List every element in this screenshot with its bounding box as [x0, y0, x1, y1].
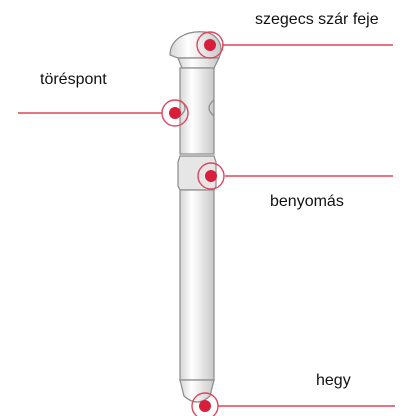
marker-head — [204, 39, 216, 51]
mandrel-tip — [180, 380, 214, 402]
label-tip: hegy — [316, 373, 351, 389]
mandrel-shaft — [170, 32, 221, 402]
marker-break-point — [169, 107, 181, 119]
marker-indent — [205, 170, 217, 182]
marker-tip — [199, 400, 211, 412]
label-head: szegecs szár feje — [255, 12, 379, 28]
label-break-point: töréspont — [40, 72, 107, 88]
callout-break-point — [18, 100, 188, 126]
callout-head — [197, 32, 393, 58]
callout-indent — [198, 163, 393, 189]
callout-tip — [192, 393, 395, 416]
label-indent: benyomás — [270, 194, 344, 210]
